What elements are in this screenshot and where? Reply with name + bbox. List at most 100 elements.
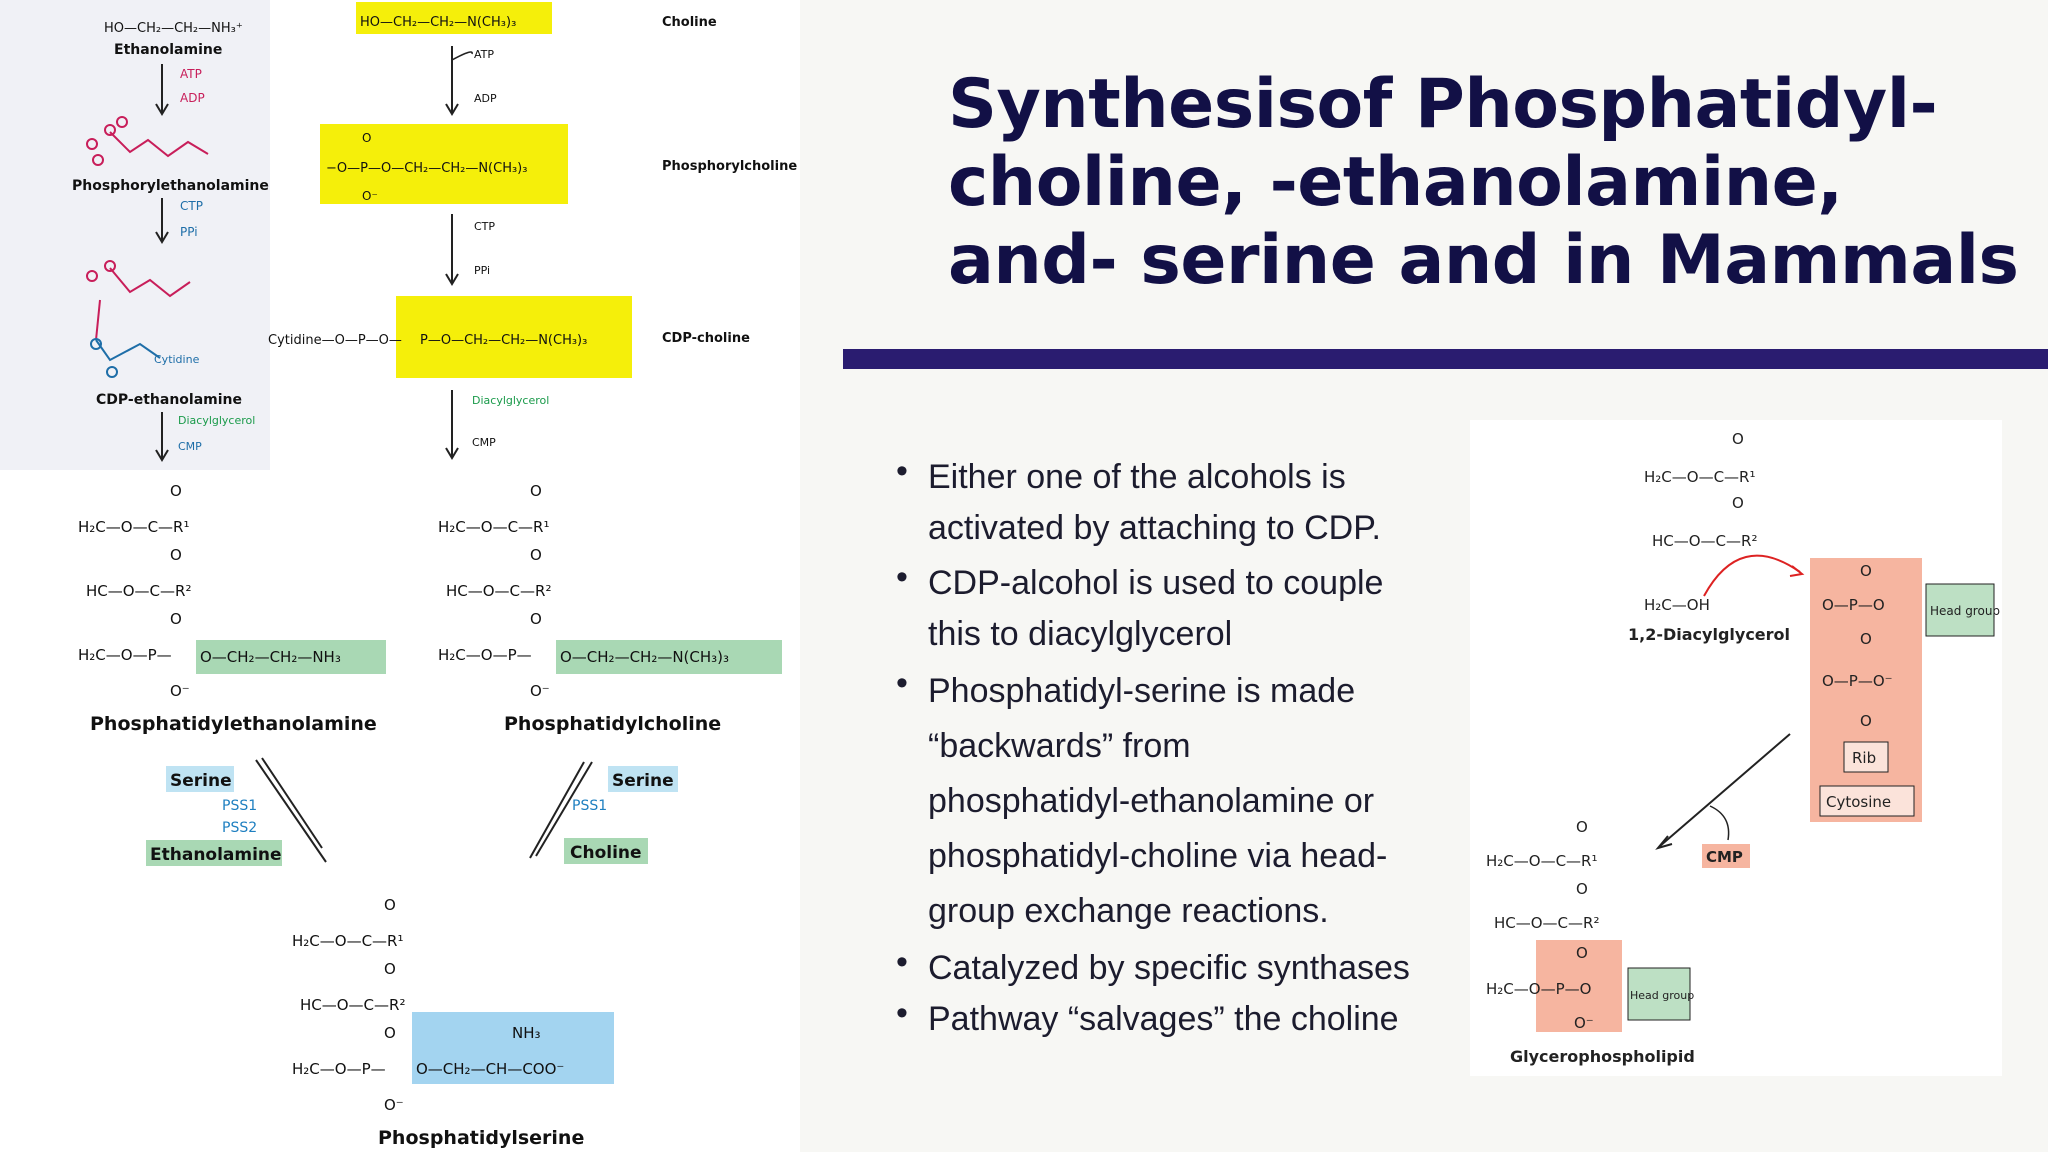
cho-ctp: CTP xyxy=(474,220,495,233)
bullet-item: Catalyzed by specific synthases xyxy=(896,943,1456,994)
cdp-p2: O—P—O⁻ xyxy=(1822,672,1893,690)
ribose-label: Rib xyxy=(1852,749,1876,767)
svg-text:O⁻: O⁻ xyxy=(530,682,550,700)
pc-headgroup: O—CH₂—CH₂—N(CH₃)₃ xyxy=(560,648,729,666)
title-line-2: choline, -ethanolamine, xyxy=(948,143,1843,222)
exchange-left-pss2: PSS2 xyxy=(222,820,257,836)
svg-text:O: O xyxy=(384,960,396,978)
phosphorylcholine-formula: −O—P—O—CH₂—CH₂—N(CH₃)₃ xyxy=(326,161,527,176)
svg-text:H₂C—O—P—O: H₂C—O—P—O xyxy=(1486,980,1591,998)
pc-label: Phosphatidylcholine xyxy=(504,713,721,735)
bullet-item: Pathway “salvages” the choline xyxy=(896,994,1456,1045)
exchange-left-pss1: PSS1 xyxy=(222,798,257,814)
phosphatidylethanolamine-structure: O H₂C—O—C—R¹ O HC—O—C—R² O H₂C—O—P— O⁻ O… xyxy=(78,482,386,700)
eth-adp: ADP xyxy=(180,91,205,105)
svg-text:H₂C—O—C—R¹: H₂C—O—C—R¹ xyxy=(78,518,189,536)
svg-text:O: O xyxy=(1860,630,1872,648)
svg-text:O: O xyxy=(170,482,182,500)
svg-text:O: O xyxy=(384,1024,396,1042)
pe-label: Phosphatidylethanolamine xyxy=(90,713,377,735)
phosphorylcholine-highlight xyxy=(320,124,568,204)
bullet-item: Either one of the alcohols is activated … xyxy=(896,452,1456,554)
attack-arrow xyxy=(1703,554,1801,597)
svg-text:H₂C—O—P—: H₂C—O—P— xyxy=(438,646,532,664)
svg-text:H₂C—O—C—R¹: H₂C—O—C—R¹ xyxy=(1644,468,1755,486)
pe-headgroup: O—CH₂—CH₂—NH₃ xyxy=(200,648,341,666)
exchange-left-ethanolamine: Ethanolamine xyxy=(150,845,282,865)
cdp-eth-cytidine: Cytidine xyxy=(154,353,200,366)
cdp-p1: O—P—O xyxy=(1822,596,1885,614)
svg-text:O⁻: O⁻ xyxy=(362,189,378,203)
svg-text:O: O xyxy=(384,896,396,914)
cytosine-label: Cytosine xyxy=(1826,793,1891,811)
cdp-choline-formula: P—O—CH₂—CH₂—N(CH₃)₃ xyxy=(420,333,587,348)
phosphatidylcholine-structure: O H₂C—O—C—R¹ O HC—O—C—R² O H₂C—O—P— O⁻ O… xyxy=(438,482,782,700)
svg-text:O: O xyxy=(1732,494,1744,512)
svg-text:H₂C—OH: H₂C—OH xyxy=(1644,596,1710,614)
svg-text:O: O xyxy=(1860,712,1872,730)
svg-text:O: O xyxy=(530,482,542,500)
svg-text:O: O xyxy=(1732,430,1744,448)
cdp-choline-label: CDP-choline xyxy=(662,331,750,346)
phosphorylethanolamine-label: Phosphorylethanolamine xyxy=(72,178,269,194)
svg-text:H₂C—O—P—: H₂C—O—P— xyxy=(292,1060,386,1078)
svg-text:HC—O—C—R²: HC—O—C—R² xyxy=(300,996,405,1014)
svg-text:O: O xyxy=(1576,818,1588,836)
phosphorylethanolamine-structure xyxy=(86,116,209,166)
glycerophospholipid-structure: O H₂C—O—C—R¹ O HC—O—C—R² O H₂C—O—P—O O⁻ xyxy=(1486,818,1622,1032)
svg-text:HC—O—C—R²: HC—O—C—R² xyxy=(86,582,191,600)
svg-text:O: O xyxy=(1860,562,1872,580)
exchange-right: Serine PSS1 Choline xyxy=(529,761,678,864)
bullet-list: Either one of the alcohols is activated … xyxy=(896,452,1456,1045)
choline-label: Choline xyxy=(662,15,717,30)
svg-text:O: O xyxy=(362,131,371,145)
svg-text:H₂C—O—C—R¹: H₂C—O—C—R¹ xyxy=(438,518,549,536)
diacylglycerol-structure: O H₂C—O—C—R¹ O HC—O—C—R² H₂C—OH xyxy=(1644,430,1757,614)
svg-text:O: O xyxy=(1576,944,1588,962)
svg-text:O: O xyxy=(170,546,182,564)
choline-formula: HO—CH₂—CH₂—N(CH₃)₃ xyxy=(360,15,516,30)
eth-atp: ATP xyxy=(180,67,202,81)
ps-headgroup: O—CH₂—CH—COO⁻ xyxy=(416,1060,564,1078)
glycerophospholipid-label: Glycerophospholipid xyxy=(1510,1047,1695,1066)
phosphatidylserine-structure: O H₂C—O—C—R¹ O HC—O—C—R² O H₂C—O—P— O⁻ N… xyxy=(292,896,614,1114)
phosphorylcholine-label: Phosphorylcholine xyxy=(662,159,797,174)
exchange-right-pss1: PSS1 xyxy=(572,798,607,814)
cdp-choline-prefix: Cytidine—O—P—O— xyxy=(268,333,402,348)
cdp-highlight xyxy=(1810,558,1922,822)
title-line-3: and- serine and in Mammals xyxy=(948,221,2019,300)
exchange-right-choline: Choline xyxy=(570,843,642,863)
svg-text:O: O xyxy=(1576,880,1588,898)
svg-text:O⁻: O⁻ xyxy=(384,1096,404,1114)
svg-text:HC—O—C—R²: HC—O—C—R² xyxy=(1652,532,1757,550)
cho-cmp: CMP xyxy=(472,436,496,449)
bullet-item: CDP-alcohol is used to couple this to di… xyxy=(896,558,1456,660)
ps-label: Phosphatidylserine xyxy=(378,1127,584,1149)
lipid-synthesis-pathway-diagram: HO—CH₂—CH₂—NH₃⁺ Ethanolamine ATP ADP Pho… xyxy=(0,0,800,1152)
svg-text:HC—O—C—R²: HC—O—C—R² xyxy=(446,582,551,600)
cmp-label: CMP xyxy=(1706,848,1743,866)
bullet-item: Phosphatidyl-serine is made “backwards” … xyxy=(896,664,1456,939)
eth-cmp: CMP xyxy=(178,440,202,453)
eth-dag: Diacylglycerol xyxy=(178,414,255,427)
svg-text:H₂C—O—C—R¹: H₂C—O—C—R¹ xyxy=(1486,852,1597,870)
svg-text:O: O xyxy=(170,610,182,628)
head-group-top: Head group xyxy=(1930,604,2000,618)
ethanolamine-formula: HO—CH₂—CH₂—NH₃⁺ xyxy=(104,21,243,36)
cho-atp: ATP xyxy=(474,48,494,61)
title-divider xyxy=(843,349,2048,369)
diacylglycerol-label: 1,2-Diacylglycerol xyxy=(1628,625,1790,644)
ps-nh3: NH₃ xyxy=(512,1024,541,1042)
svg-text:O⁻: O⁻ xyxy=(1574,1014,1594,1032)
slide-title: Synthesisof Phosphatidyl- choline, -etha… xyxy=(948,66,2019,300)
ethanolamine-label: Ethanolamine xyxy=(114,42,222,58)
svg-text:HC—O—C—R²: HC—O—C—R² xyxy=(1494,914,1599,932)
cho-ppi: PPi xyxy=(474,264,490,277)
svg-text:O: O xyxy=(530,546,542,564)
reaction-arrow xyxy=(1659,733,1791,847)
cdp-ethanolamine-structure xyxy=(86,260,191,378)
exchange-left-serine: Serine xyxy=(170,771,232,791)
cdp-choline-highlight xyxy=(396,296,632,378)
head-group-bottom: Head group xyxy=(1630,989,1694,1002)
exchange-right-serine: Serine xyxy=(612,771,674,791)
